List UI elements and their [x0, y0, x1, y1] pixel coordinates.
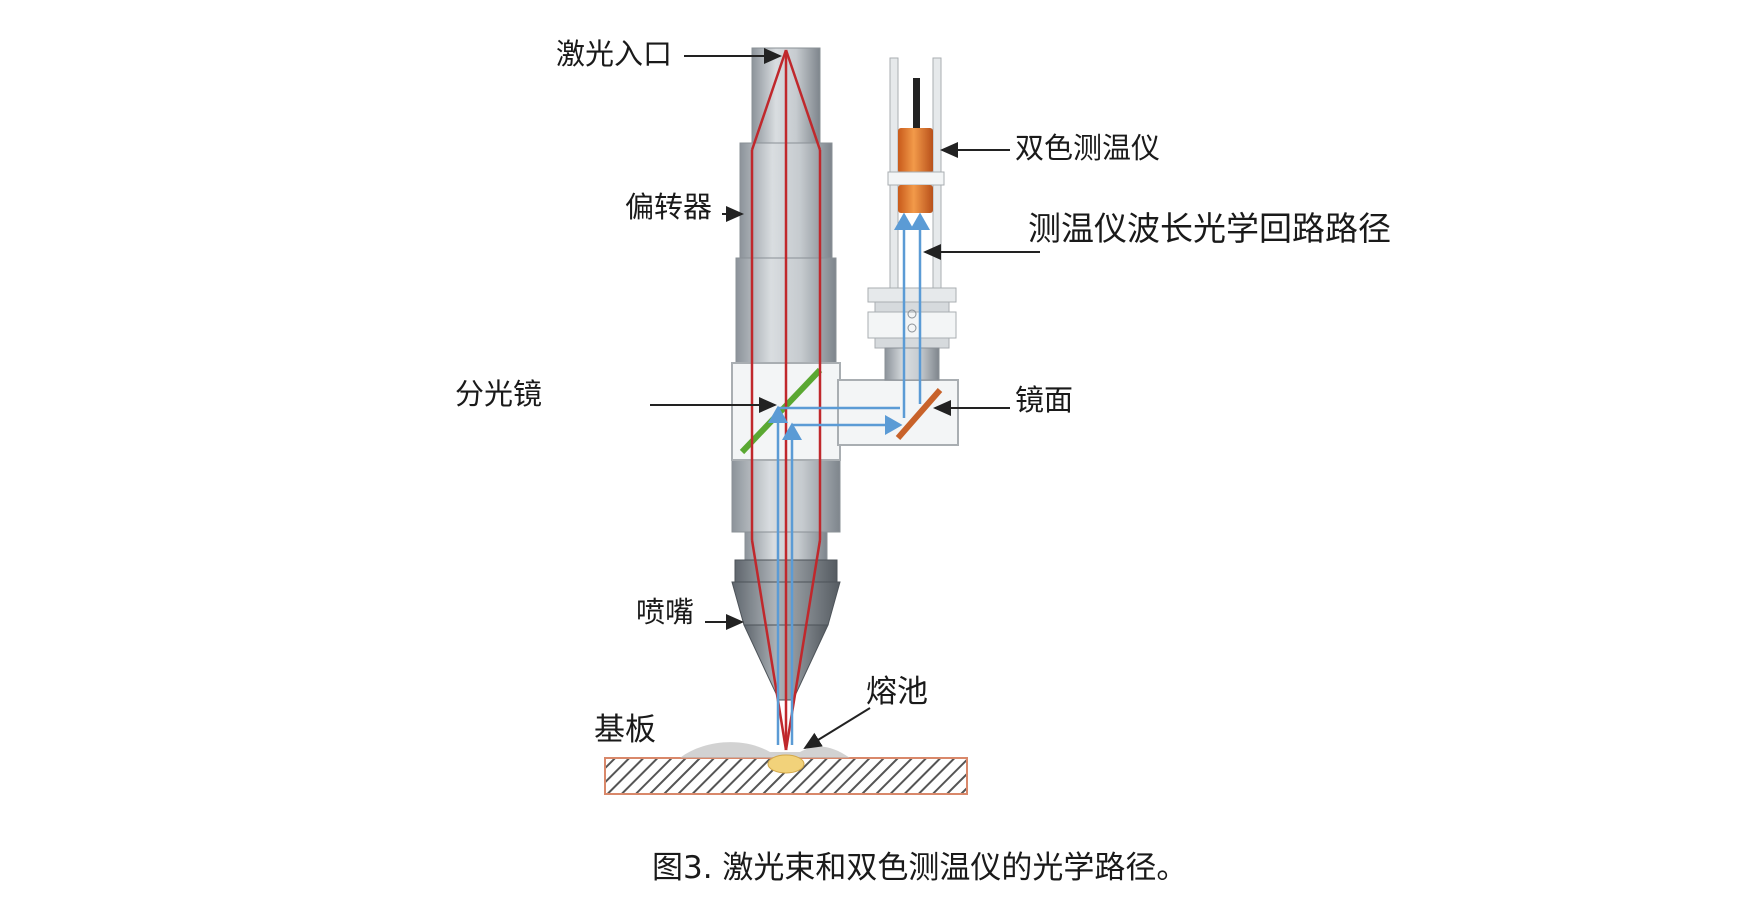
figure-caption: 图3. 激光束和双色测温仪的光学路径。	[652, 850, 1187, 886]
leader-lines	[650, 48, 1040, 750]
label-nozzle: 喷嘴	[636, 595, 694, 629]
label-laser-inlet: 激光入口	[556, 37, 672, 71]
mirror	[895, 388, 943, 440]
melt-pool	[767, 754, 805, 774]
label-substrate: 基板	[594, 712, 656, 748]
pyrometer-beam	[768, 212, 930, 745]
label-pyrometer: 双色测温仪	[1015, 131, 1160, 165]
label-deflector: 偏转器	[625, 190, 712, 224]
label-melt-pool: 熔池	[866, 674, 928, 710]
pyrometer-assembly	[867, 57, 957, 381]
label-pyrometer-path: 测温仪波长光学回路路径	[1028, 209, 1391, 248]
label-beam-splitter: 分光镜	[455, 377, 542, 411]
label-mirror: 镜面	[1015, 383, 1073, 417]
